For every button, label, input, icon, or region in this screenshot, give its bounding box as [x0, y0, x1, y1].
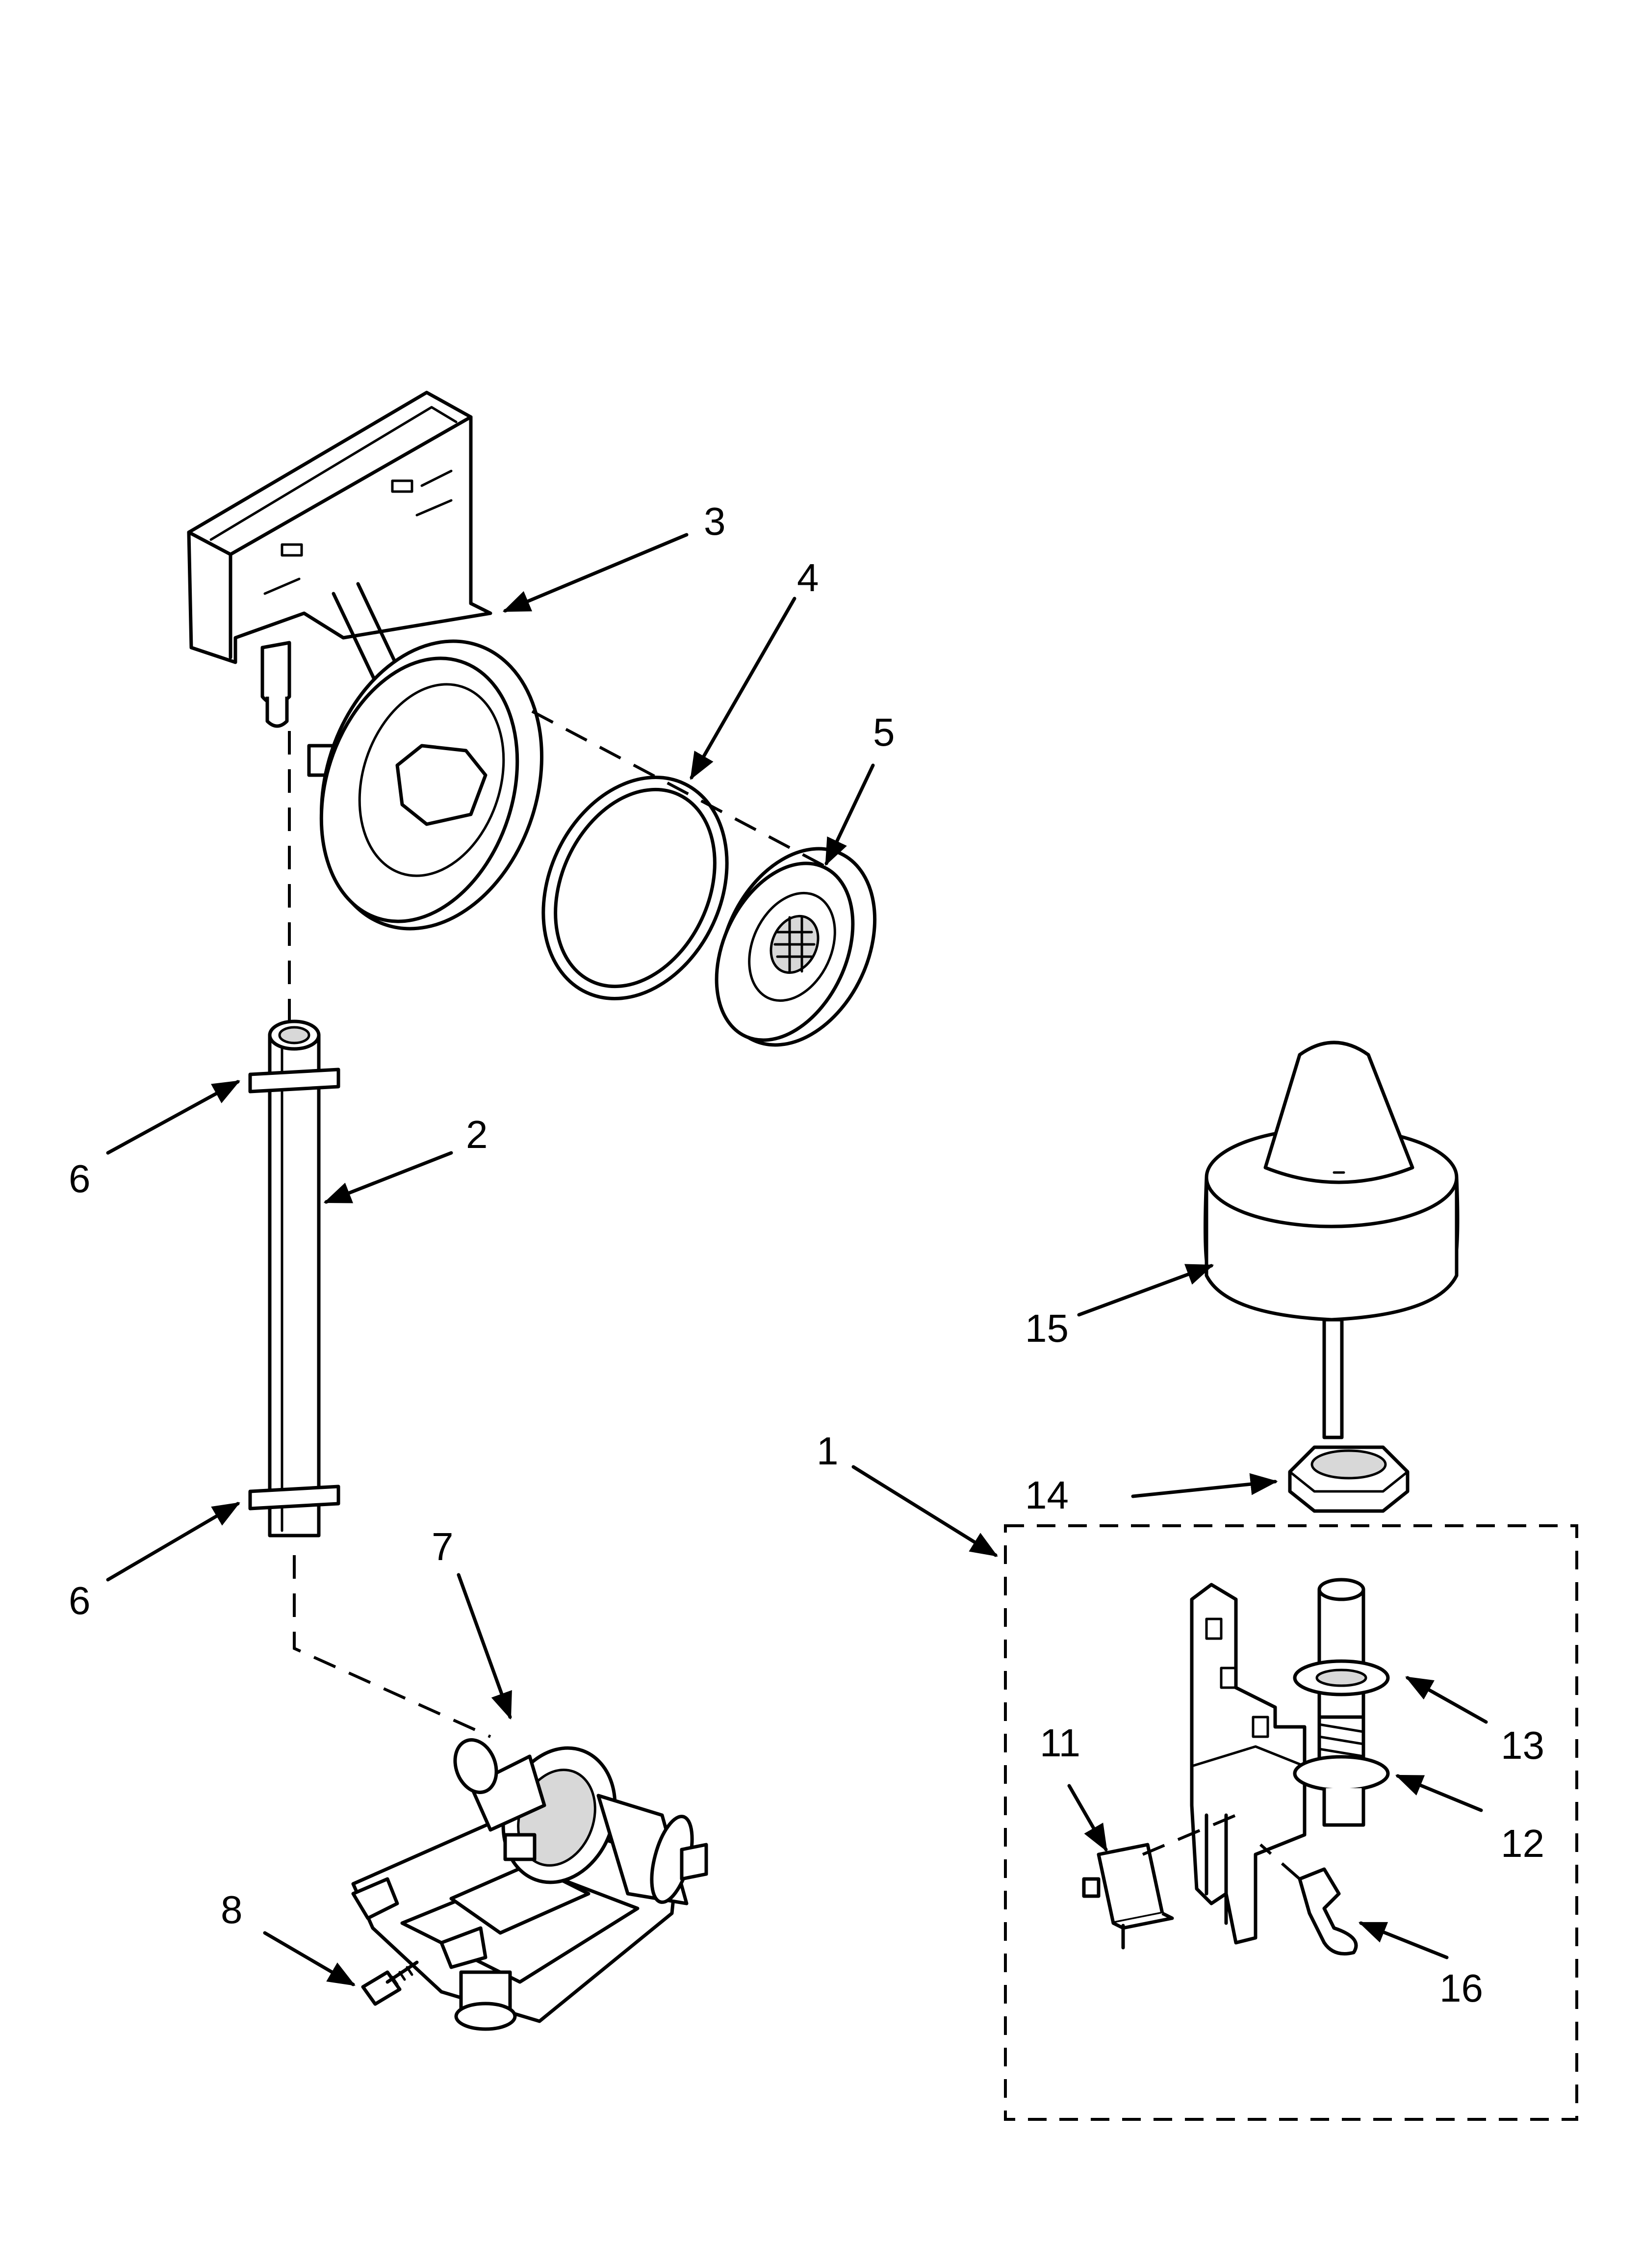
callout-14: 14: [1025, 1473, 1069, 1517]
part-11-microswitch: [1082, 1814, 1237, 1950]
callout-13: 13: [1501, 1723, 1544, 1767]
part-12-spring: [1293, 1715, 1390, 1827]
callout-7: 7: [432, 1525, 454, 1568]
callout-6-top: 6: [69, 1157, 91, 1200]
callout-labels: 3 4 5 2 6 6 7 8 15 14 1 13 12 11 16: [69, 499, 1544, 2010]
part-4-seal-ring: [541, 776, 729, 1000]
callout-11: 11: [1040, 1721, 1080, 1765]
assembly-1-box: [1004, 1524, 1578, 2121]
callout-4: 4: [797, 556, 819, 600]
callout-12: 12: [1501, 1822, 1544, 1865]
part-13-stem-washer: [1293, 1578, 1390, 1719]
leader-lines: [106, 533, 1488, 1986]
callout-5: 5: [873, 710, 895, 754]
callout-16: 16: [1439, 1966, 1483, 2010]
callout-6-bottom: 6: [69, 1579, 91, 1622]
callout-8: 8: [221, 1888, 243, 1931]
part-16-lever: [1259, 1843, 1358, 1955]
callout-3: 3: [704, 499, 726, 543]
part-2-tube: [248, 731, 491, 1738]
assembly-line-manifold: [531, 710, 830, 870]
part-7-valve-assembly: [351, 1738, 708, 2031]
part-8-screw: [361, 1960, 419, 2006]
part-3-manifold-housing: [187, 391, 544, 931]
callout-2: 2: [466, 1113, 488, 1156]
part-15-float: [1204, 1041, 1460, 1439]
switch-bracket: [1190, 1583, 1307, 1945]
part-14-hex-nut: [1288, 1445, 1410, 1513]
callout-15: 15: [1025, 1306, 1069, 1350]
callout-1: 1: [817, 1429, 839, 1473]
part-5-filter-disc: [715, 847, 877, 1047]
